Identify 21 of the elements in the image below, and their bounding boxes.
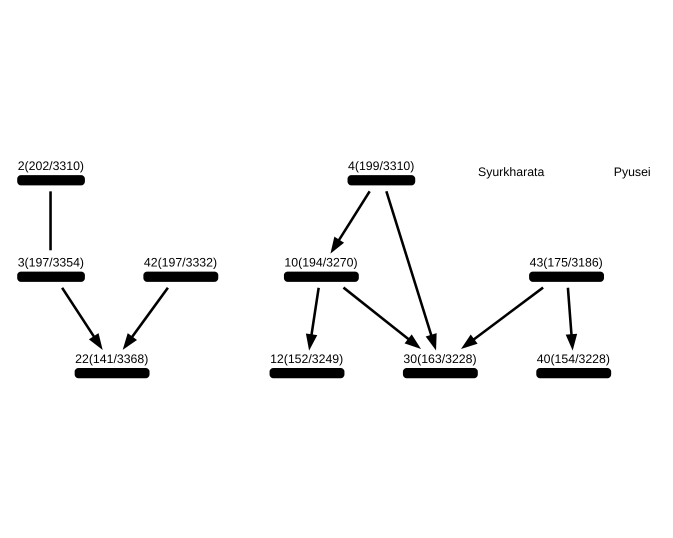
node-label: 40(154/3228) [536, 352, 610, 366]
arrow [342, 286, 422, 350]
node-label: 30(163/3228) [403, 352, 477, 366]
arrow [122, 287, 169, 350]
connector [49, 191, 52, 250]
node-label: 12(152/3249) [270, 352, 344, 366]
node-label: 4(199/3310) [348, 159, 414, 174]
arrow [566, 288, 578, 351]
node-label: 10(194/3270) [284, 256, 358, 270]
arrow [61, 287, 103, 350]
node-label: 43(175/3186) [530, 256, 603, 270]
node-label: 2(202/3310) [18, 159, 84, 174]
node-label: 42(197/3332) [144, 256, 218, 270]
arrow [306, 288, 320, 351]
node-label: 22(141/3368) [75, 352, 148, 366]
label: Syurkharata [478, 164, 544, 179]
arrow [330, 190, 371, 254]
arrow [385, 190, 437, 351]
label: Pyusei [614, 164, 651, 179]
arrow [461, 286, 544, 349]
node-label: 3(197/3354) [18, 256, 84, 270]
